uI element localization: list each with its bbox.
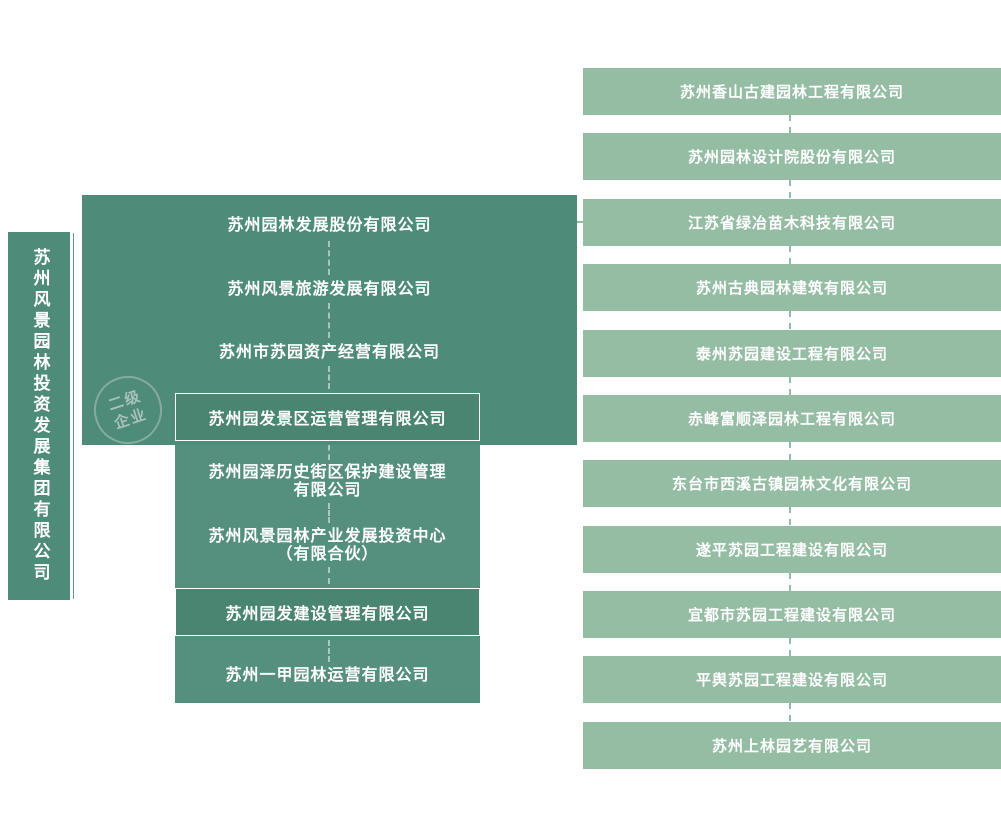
subsidiary-label: 苏州园发景区运营管理有限公司 — [208, 409, 447, 428]
subsidiaries-subpanel — [175, 445, 480, 703]
company-label: 苏州古典园林建筑有限公司 — [695, 279, 888, 297]
middle-connector-7 — [328, 640, 330, 662]
middle-connector-3 — [328, 366, 330, 389]
subsidiary-node: 苏州风景园林产业发展投资中心 （有限合伙） — [208, 526, 447, 563]
group-root-node: 苏州风景园林投资发展集团有限公司 — [8, 232, 70, 600]
company-node: 苏州园林设计院股份有限公司 — [583, 133, 1001, 180]
company-label: 平舆苏园工程建设有限公司 — [695, 671, 888, 689]
right-connector-4 — [789, 311, 791, 329]
company-label: 苏州园林设计院股份有限公司 — [687, 148, 896, 166]
company-node: 苏州香山古建园林工程有限公司 — [583, 68, 1001, 115]
middle-connector-6 — [328, 567, 330, 584]
right-connector-5 — [789, 377, 791, 395]
subsidiary-label: 苏州园发建设管理有限公司 — [225, 604, 430, 623]
right-connector-3 — [789, 246, 791, 264]
company-node: 苏州上林园艺有限公司 — [583, 722, 1001, 769]
company-node: 泰州苏园建设工程有限公司 — [583, 330, 1001, 377]
right-connector-8 — [789, 573, 791, 591]
middle-connector-5 — [328, 503, 330, 523]
subsidiary-node: 苏州市苏园资产经营有限公司 — [218, 342, 440, 361]
subsidiary-node-boxed: 苏州园发景区运营管理有限公司 — [175, 393, 480, 441]
root-connector-line — [73, 233, 74, 599]
company-label: 泰州苏园建设工程有限公司 — [695, 345, 888, 363]
subsidiary-node-boxed: 苏州园发建设管理有限公司 — [175, 588, 480, 636]
right-connector-10 — [789, 703, 791, 721]
group-root-label: 苏州风景园林投资发展集团有限公司 — [29, 248, 50, 584]
right-connector-2 — [789, 180, 791, 198]
subsidiary-node: 苏州一甲园林运营有限公司 — [225, 665, 430, 684]
company-node: 东台市西溪古镇园林文化有限公司 — [583, 460, 1001, 507]
subsidiary-node: 苏州风景旅游发展有限公司 — [227, 279, 432, 298]
company-node: 赤峰富顺泽园林工程有限公司 — [583, 395, 1001, 442]
company-label: 苏州上林园艺有限公司 — [711, 737, 872, 755]
level-watermark-text: 二级 企业 — [106, 386, 150, 433]
right-connector-7 — [789, 507, 791, 525]
middle-connector-1 — [328, 241, 330, 275]
panel-to-right-connector — [577, 221, 583, 223]
company-label: 宜都市苏园工程建设有限公司 — [687, 606, 896, 624]
company-label: 东台市西溪古镇园林文化有限公司 — [671, 475, 912, 493]
company-node: 宜都市苏园工程建设有限公司 — [583, 591, 1001, 638]
subsidiary-node: 苏州园泽历史街区保护建设管理 有限公司 — [208, 462, 447, 499]
right-connector-6 — [789, 442, 791, 460]
right-connector-9 — [789, 638, 791, 656]
right-connector-1 — [789, 115, 791, 133]
company-label: 遂平苏园工程建设有限公司 — [695, 541, 888, 559]
company-node: 平舆苏园工程建设有限公司 — [583, 656, 1001, 703]
company-label: 江苏省绿冶苗木科技有限公司 — [687, 214, 896, 232]
subsidiary-node: 苏州园林发展股份有限公司 — [227, 215, 432, 234]
company-node: 遂平苏园工程建设有限公司 — [583, 526, 1001, 573]
middle-connector-2 — [328, 303, 330, 338]
middle-connector-4 — [328, 445, 330, 460]
company-node: 苏州古典园林建筑有限公司 — [583, 264, 1001, 311]
company-label: 赤峰富顺泽园林工程有限公司 — [687, 410, 896, 428]
company-label: 苏州香山古建园林工程有限公司 — [679, 83, 904, 101]
company-node: 江苏省绿冶苗木科技有限公司 — [583, 199, 1001, 246]
